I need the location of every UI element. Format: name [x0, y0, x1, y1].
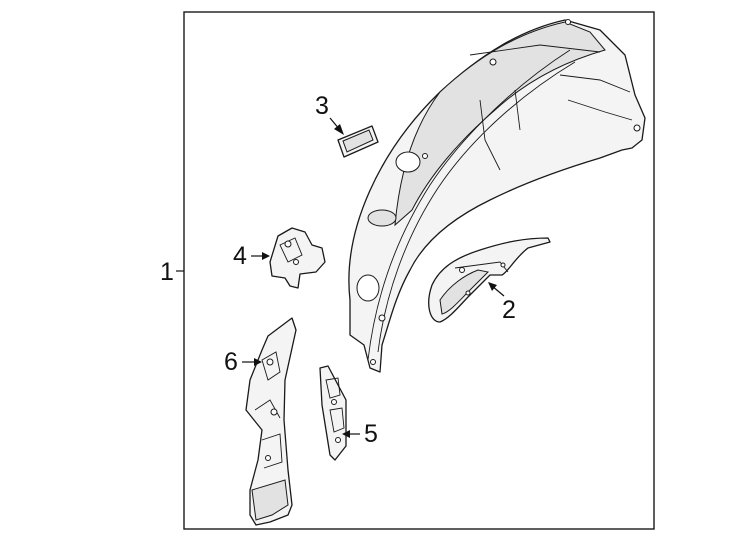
callout-5-label: 5 — [364, 420, 378, 448]
callout-2-arrowhead — [488, 282, 497, 291]
callout-2-label: 2 — [502, 296, 516, 324]
callout-3-label: 3 — [315, 92, 329, 120]
reinforcement-plate — [319, 365, 347, 461]
callout-6-label: 6 — [224, 348, 238, 376]
mounting-bracket — [269, 227, 326, 289]
callout-4-label: 4 — [233, 242, 247, 270]
callout-3-arrowhead — [334, 124, 344, 135]
callout-6-arrowhead — [254, 358, 262, 366]
wheelhouse-panel — [348, 19, 646, 373]
wheelhouse-shield — [428, 237, 551, 323]
callout-4-arrowhead — [262, 252, 270, 260]
callout-5-arrowhead — [342, 430, 350, 438]
access-plug — [337, 125, 379, 158]
callout-1-label: 1 — [160, 258, 174, 286]
pillar-panel — [245, 317, 297, 526]
